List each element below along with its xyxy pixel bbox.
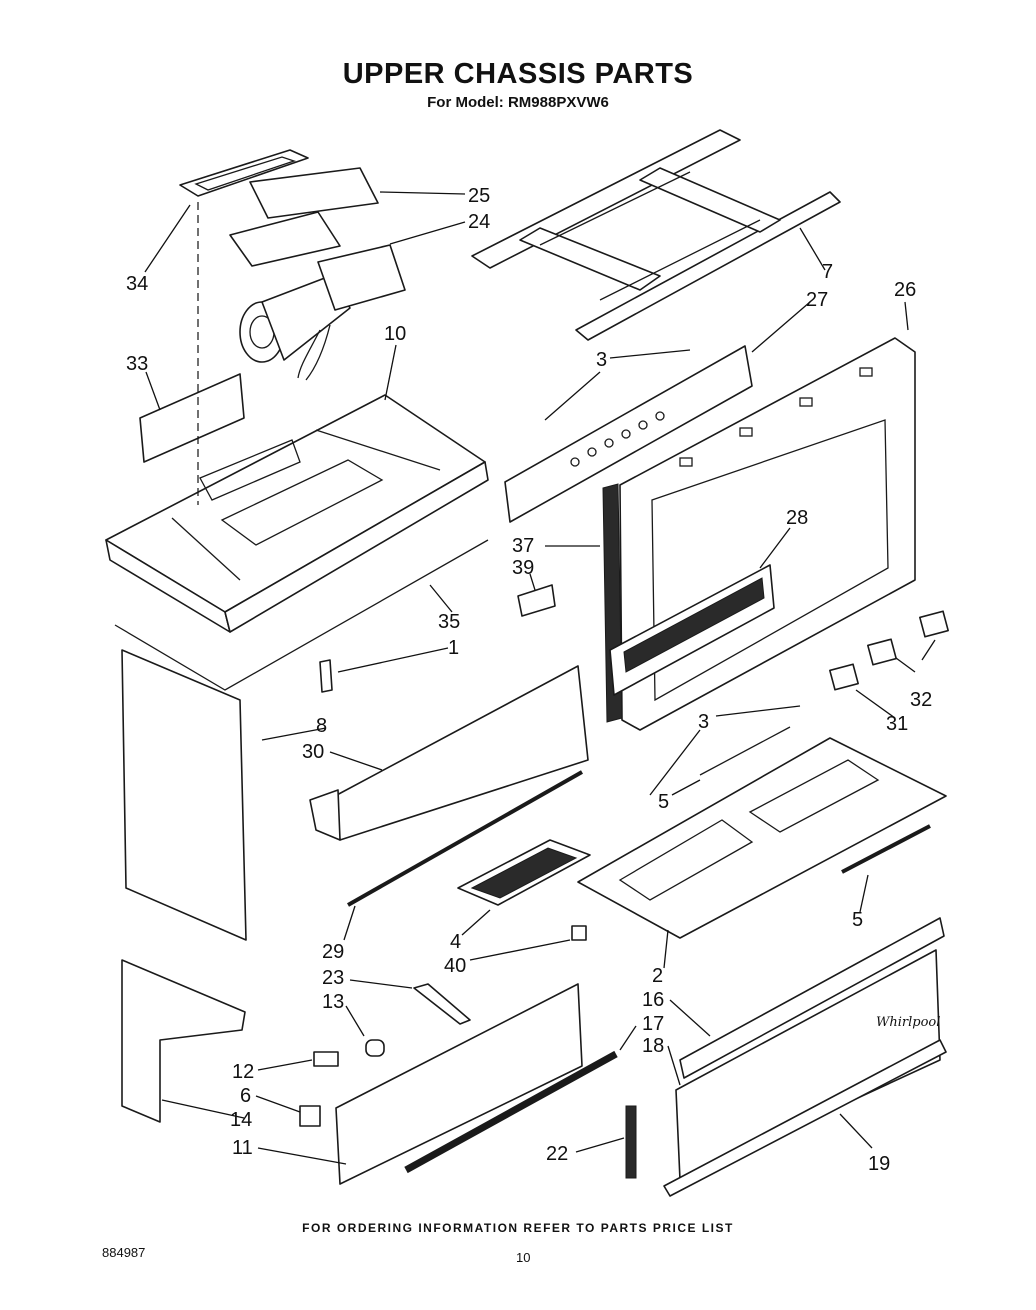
part-25-plate: [249, 167, 379, 219]
part-31-32-switches: [829, 610, 949, 691]
ordering-info-note: FOR ORDERING INFORMATION REFER TO PARTS …: [302, 1221, 734, 1235]
page-title: UPPER CHASSIS PARTS: [342, 58, 694, 90]
part-4-filter: [457, 839, 591, 906]
fan-motor-assembly: [239, 244, 406, 381]
callout-24: 24: [468, 211, 490, 233]
part-27-control-bracket: [504, 345, 753, 523]
part-13-knob: [365, 1039, 385, 1057]
callout-40: 40: [444, 955, 466, 977]
callout-26: 26: [894, 279, 916, 301]
callout-31: 31: [886, 713, 908, 735]
part-34-vent-cover: [179, 149, 309, 197]
callout-27: 27: [806, 289, 828, 311]
part-23-thermostat: [413, 983, 471, 1025]
part-16-18-front-panel: Whirlpool: [675, 917, 945, 1181]
callout-2: 2: [652, 965, 663, 987]
callout-35: 35: [438, 611, 460, 633]
part-28-grille: [609, 564, 775, 696]
callout-34: 34: [126, 273, 148, 295]
callout-29: 29: [322, 941, 344, 963]
callout-19: 19: [868, 1153, 890, 1175]
brand-logo-mark: Whirlpool: [876, 1015, 940, 1030]
part-39-switch: [517, 584, 556, 617]
part-5-rods: [841, 824, 931, 874]
callout-16: 16: [642, 989, 664, 1011]
part-6-switch: [299, 1105, 321, 1127]
page-number: 10: [516, 1250, 531, 1265]
document-number: 884987: [102, 1245, 146, 1260]
callout-8: 8: [316, 715, 327, 737]
part-11-lower-rail: [335, 983, 583, 1185]
part-10-chassis-top: [105, 394, 489, 633]
callout-3-lower: 3: [698, 711, 709, 733]
callout-3-upper: 3: [596, 349, 607, 371]
part-40-clip: [571, 925, 587, 941]
part-8-side-panel: [121, 649, 247, 941]
part-14-side-bracket: [121, 959, 246, 1123]
callout-labels: 25 24 34 7 27 26 10 33 3 28 37 39 35 1 3…: [126, 185, 932, 1175]
callout-39: 39: [512, 557, 534, 579]
callout-23: 23: [322, 967, 344, 989]
callout-25: 25: [468, 185, 490, 207]
callout-7: 7: [822, 261, 833, 283]
callout-5-upper: 5: [658, 791, 669, 813]
callout-6: 6: [240, 1085, 251, 1107]
callout-30: 30: [302, 741, 324, 763]
part-33-panel: [139, 373, 245, 463]
callout-37: 37: [512, 535, 534, 557]
part-19-bottom-rail: [663, 1039, 947, 1197]
callout-12: 12: [232, 1061, 254, 1083]
callout-4: 4: [450, 931, 461, 953]
callout-14: 14: [230, 1109, 252, 1131]
part-1-clip: [319, 659, 333, 693]
callout-18: 18: [642, 1035, 664, 1057]
part-2-bottom-tray: [577, 726, 947, 939]
part-29-rod: [347, 770, 583, 907]
part-22-post: [625, 1105, 637, 1179]
callout-32: 32: [910, 689, 932, 711]
callout-17: 17: [642, 1013, 664, 1035]
part-7-top-frame: [471, 129, 841, 341]
part-24-plate: [229, 211, 341, 267]
callout-5-lower: 5: [852, 909, 863, 931]
callout-11: 11: [232, 1137, 253, 1159]
callout-13: 13: [322, 991, 344, 1013]
leader-lines: [144, 191, 936, 1165]
callout-28: 28: [786, 507, 808, 529]
part-30-front-bracket: [309, 665, 589, 841]
callout-33: 33: [126, 353, 148, 375]
callout-10: 10: [384, 323, 406, 345]
callout-1: 1: [448, 637, 459, 659]
part-12-plug: [313, 1051, 339, 1067]
callout-22: 22: [546, 1143, 568, 1165]
model-subtitle: For Model: RM988PXVW6: [427, 94, 609, 111]
part-35-gasket: [114, 539, 489, 691]
part-17-light-tube: [404, 1050, 618, 1174]
